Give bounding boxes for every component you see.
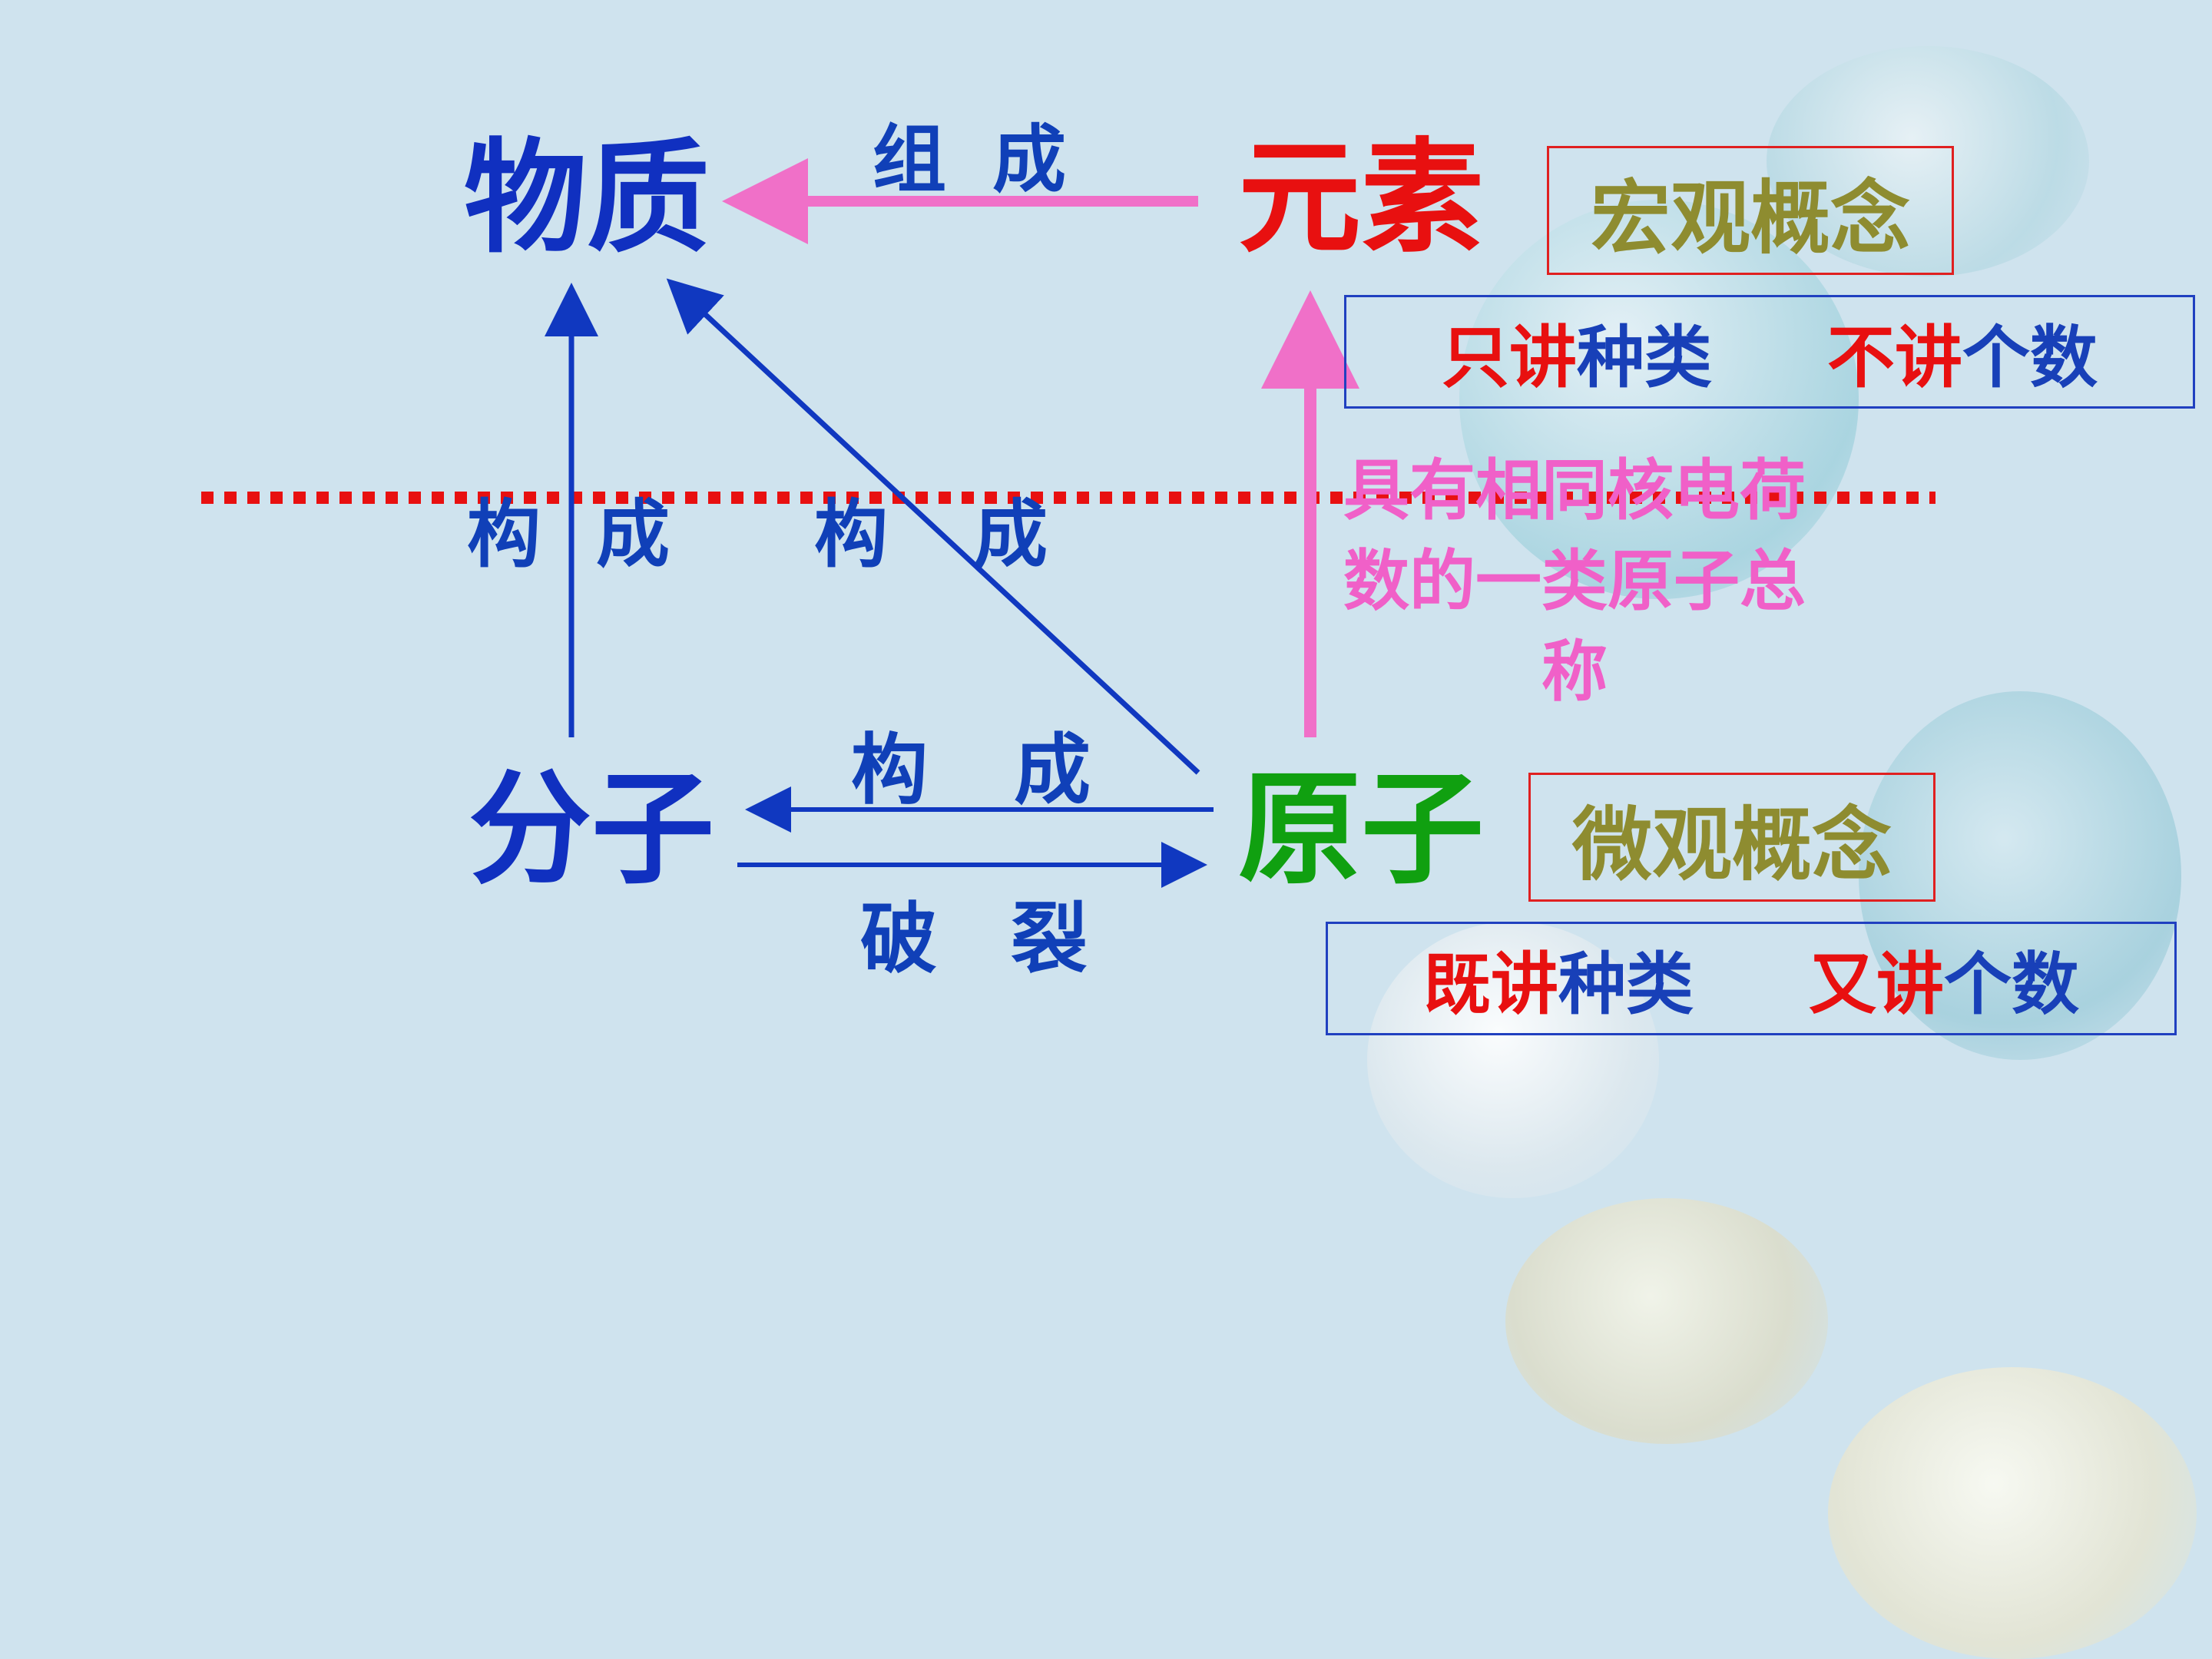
micro-concept-label: 微观概念 (1571, 796, 1892, 892)
micro-note-part1-red: 既讲 (1422, 943, 1558, 1024)
element-definition: 具有相同核电荷数的一类原子总称 (1343, 452, 1806, 710)
arrow-atom-to-substance (666, 278, 1200, 775)
micro-note-part2-red: 又讲 (1809, 943, 1945, 1024)
background-ball (1459, 200, 1859, 599)
background-ball (1505, 1198, 1828, 1444)
label-molecule-to-substance: 构成 (467, 491, 725, 578)
background-ball (1859, 691, 2181, 1060)
macro-note-part1-blue: 种类 (1576, 316, 1712, 397)
micro-note-part1-blue: 种类 (1558, 943, 1694, 1024)
micro-note-box: 既讲种类 又讲个数 (1326, 922, 2177, 1035)
macro-note-part2-red: 不讲 (1827, 316, 1963, 397)
macro-concept-box: 宏观概念 (1547, 146, 1954, 275)
label-element-to-substance: 组成 (873, 116, 1112, 203)
background-ball (1767, 46, 2089, 276)
node-molecule: 分子 (469, 757, 715, 901)
macro-note-part1-red: 只讲 (1441, 316, 1577, 397)
background-ball (1367, 922, 1659, 1198)
label-molecule-to-atom: 破裂 (860, 893, 1161, 984)
micro-note-part2-blue: 个数 (1944, 943, 2080, 1024)
label-atom-to-substance: 构成 (814, 491, 1134, 578)
node-element: 元素 (1238, 126, 1485, 270)
macro-concept-label: 宏观概念 (1590, 170, 1910, 265)
macro-note-box: 只讲种类 不讲个数 (1344, 295, 2195, 409)
micro-concept-box: 微观概念 (1528, 773, 1936, 902)
label-atom-to-molecule: 构成 (851, 724, 1177, 815)
macro-note-part2-blue: 个数 (1962, 316, 2098, 397)
node-substance: 物质 (464, 126, 710, 270)
node-atom: 原子 (1238, 757, 1485, 901)
background-ball (1828, 1367, 2197, 1659)
